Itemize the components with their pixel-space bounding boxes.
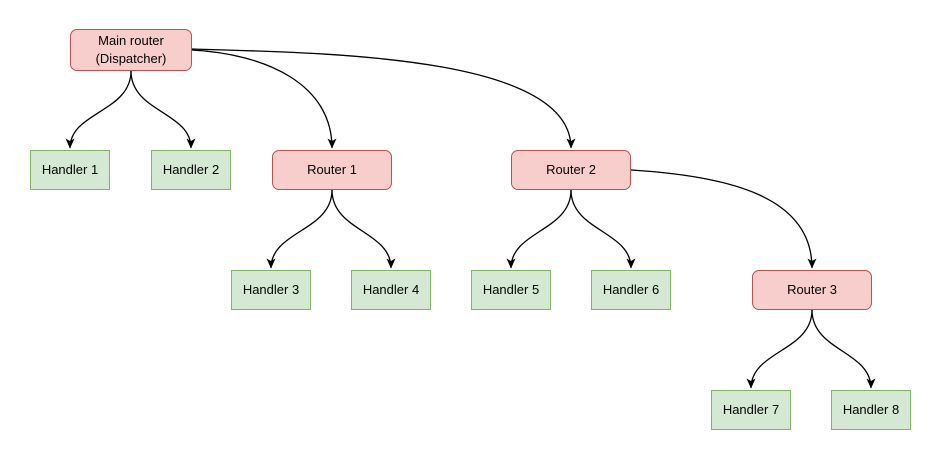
- edge-router-2-to-router-3: [630, 169, 817, 269]
- node-router-1: Router 1: [272, 150, 392, 190]
- node-handler-5-label: Handler 5: [482, 282, 540, 298]
- edge-main-to-handler-1: [65, 70, 132, 149]
- node-handler-5: Handler 5: [471, 270, 551, 310]
- node-main-router: Main router (Dispatcher): [70, 29, 192, 71]
- edge-main-to-router-2: [191, 48, 576, 149]
- edge-router-3-to-handler-8: [811, 309, 876, 389]
- node-handler-3: Handler 3: [231, 270, 311, 310]
- edge-main-to-router-1: [191, 49, 337, 149]
- node-router-3-label: Router 3: [787, 282, 837, 298]
- node-router-3: Router 3: [752, 270, 872, 310]
- node-handler-1: Handler 1: [30, 150, 110, 190]
- edge-router-3-to-handler-7: [746, 309, 813, 389]
- node-handler-8: Handler 8: [831, 390, 911, 430]
- edge-router-1-to-handler-3: [266, 189, 333, 269]
- edge-router-2-to-handler-6: [570, 189, 636, 269]
- node-router-2-label: Router 2: [546, 162, 596, 178]
- node-handler-3-label: Handler 3: [242, 282, 300, 298]
- edge-router-1-to-handler-4: [331, 189, 396, 269]
- node-handler-4-label: Handler 4: [362, 282, 420, 298]
- node-handler-6-label: Handler 6: [602, 282, 660, 298]
- node-handler-2: Handler 2: [151, 150, 231, 190]
- node-handler-7: Handler 7: [711, 390, 791, 430]
- edge-main-to-handler-2: [130, 70, 196, 149]
- node-router-1-label: Router 1: [307, 162, 357, 178]
- edge-router-2-to-handler-5: [506, 189, 572, 269]
- node-handler-8-label: Handler 8: [842, 402, 900, 418]
- node-handler-1-label: Handler 1: [41, 162, 99, 178]
- node-handler-2-label: Handler 2: [162, 162, 220, 178]
- node-router-2: Router 2: [511, 150, 631, 190]
- node-handler-4: Handler 4: [351, 270, 431, 310]
- node-handler-6: Handler 6: [591, 270, 671, 310]
- node-main-router-label: Main router (Dispatcher): [95, 33, 167, 66]
- node-handler-7-label: Handler 7: [722, 402, 780, 418]
